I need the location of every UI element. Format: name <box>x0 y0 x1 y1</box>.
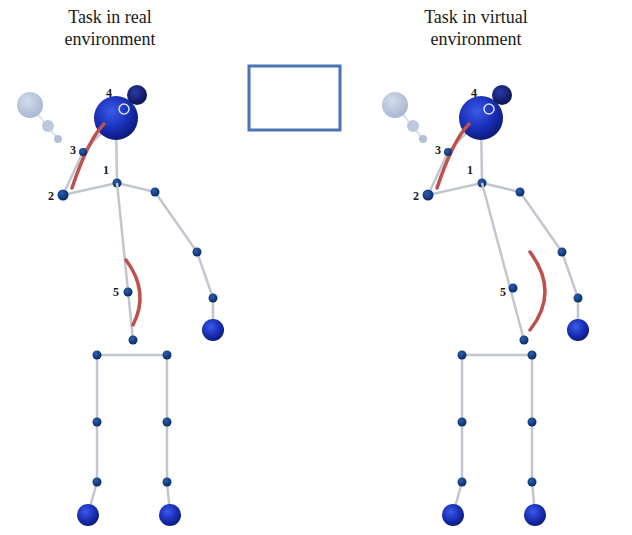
callout-number: 1 <box>103 164 109 176</box>
callout-number: 2 <box>413 190 419 202</box>
callout-number: 4 <box>471 87 477 99</box>
callout-number: 2 <box>48 190 54 202</box>
callout-number: 5 <box>113 286 119 298</box>
callout-number: 1 <box>467 164 473 176</box>
callout-number: 3 <box>435 144 441 156</box>
panel-title: Task in virtual environment <box>401 6 551 50</box>
callout-number: 5 <box>500 286 506 298</box>
panel-title: Task in real environment <box>35 6 185 50</box>
empty-frame <box>249 66 340 130</box>
real-figure <box>17 85 224 526</box>
callout-number: 4 <box>106 87 112 99</box>
virtual-figure <box>382 85 589 526</box>
callout-number: 3 <box>70 144 76 156</box>
